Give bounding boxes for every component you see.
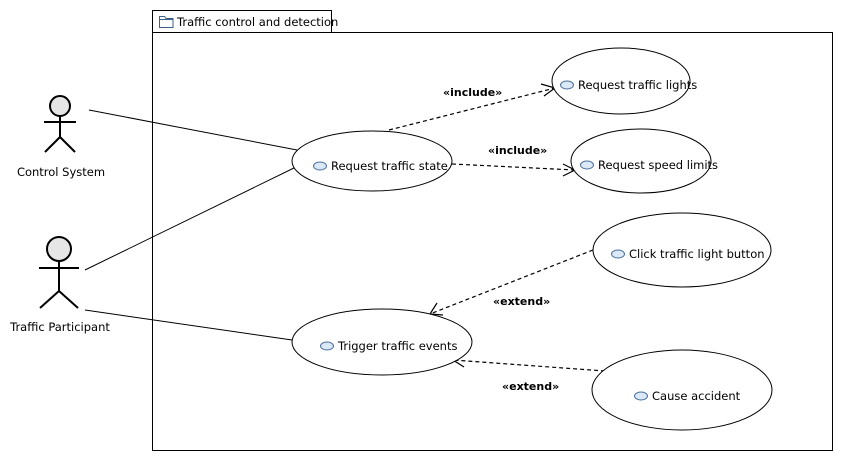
use-case-icon xyxy=(580,160,594,170)
actor-label-traffic-participant: Traffic Participant xyxy=(9,320,110,334)
use-case-request-traffic-state[interactable]: Request traffic state xyxy=(291,130,453,192)
association-participant-trigger-events[interactable] xyxy=(84,309,293,341)
stereotype-include-speed: «include» xyxy=(488,144,547,157)
use-case-label: Click traffic light button xyxy=(629,247,765,261)
use-case-click-traffic-light-button[interactable]: Click traffic light button xyxy=(592,212,772,288)
use-case-icon xyxy=(560,80,574,90)
actor-stick-figure-icon xyxy=(44,95,76,153)
association-control-system-request-state[interactable] xyxy=(88,109,298,151)
stereotype-include-lights: «include» xyxy=(443,86,502,99)
actor-stick-figure-icon xyxy=(39,236,79,309)
use-case-icon xyxy=(634,391,648,401)
use-case-label: Cause accident xyxy=(652,389,741,403)
use-case-icon xyxy=(320,341,334,351)
actor-traffic-participant[interactable]: Traffic Participant xyxy=(9,236,110,334)
use-case-cause-accident[interactable]: Cause accident xyxy=(591,349,773,431)
use-case-label: Request traffic state xyxy=(331,159,448,173)
use-case-label: Request traffic lights xyxy=(578,78,697,92)
association-participant-request-state[interactable] xyxy=(84,166,297,271)
use-case-icon xyxy=(313,161,327,171)
actor-label-control-system: Control System xyxy=(17,165,105,179)
use-case-label: Trigger traffic events xyxy=(337,339,457,353)
use-case-icon xyxy=(611,249,625,259)
actor-control-system[interactable]: Control System xyxy=(17,95,105,179)
use-case-trigger-traffic-events[interactable]: Trigger traffic events xyxy=(291,308,473,376)
package-title: Traffic control and detection xyxy=(176,15,338,29)
folder-icon xyxy=(159,16,174,28)
stereotype-extend-click: «extend» xyxy=(493,295,550,308)
use-case-label: Request speed limits xyxy=(598,158,718,172)
use-case-request-speed-limits[interactable]: Request speed limits xyxy=(570,128,718,194)
use-case-request-traffic-lights[interactable]: Request traffic lights xyxy=(551,47,697,115)
stereotype-extend-accident: «extend» xyxy=(502,380,559,393)
